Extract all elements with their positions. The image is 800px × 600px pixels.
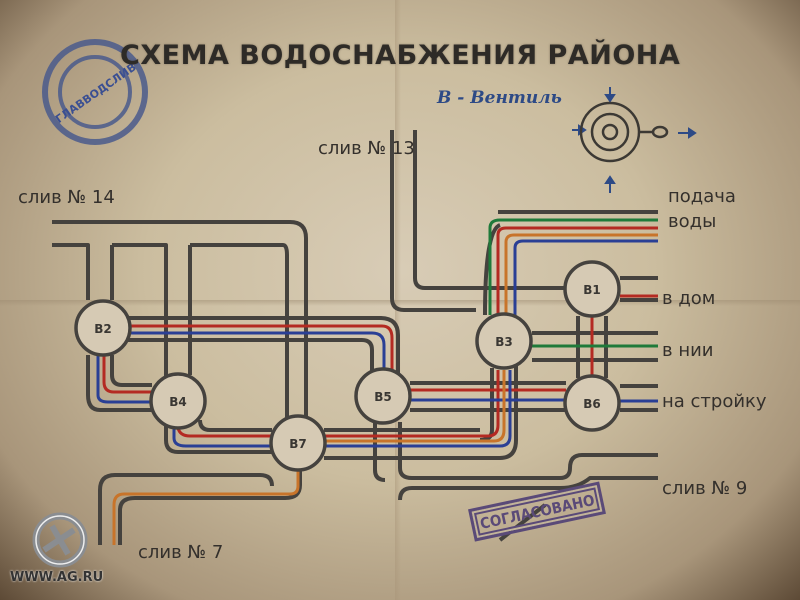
valve-b3[interactable]: В3 [474, 311, 534, 371]
valve-b6[interactable]: В6 [562, 373, 622, 433]
water-supply-label-1: подача [668, 186, 736, 207]
to-nii-label: в нии [662, 340, 714, 361]
valve-b7[interactable]: В7 [268, 413, 328, 473]
valve-label: В7 [289, 437, 307, 451]
paper-fold [395, 0, 401, 600]
valve-label: В6 [583, 397, 601, 411]
glavvodsliv-stamp: ГЛАВВОДСЛИВ [42, 39, 148, 145]
drain-7-label: слив № 7 [138, 542, 224, 563]
drain-14-label: слив № 14 [18, 187, 115, 208]
watermark-site: WWW.AG.RU [10, 570, 104, 585]
legend-valve: В - Вентиль [437, 88, 562, 108]
water-supply-label-2: воды [668, 211, 717, 232]
to-construction-label: на стройку [662, 391, 767, 412]
valve-b4[interactable]: В4 [148, 371, 208, 431]
valve-label: В3 [495, 335, 513, 349]
valve-b2[interactable]: В2 [73, 298, 133, 358]
valve-label: В5 [374, 390, 392, 404]
valve-legend-icon [572, 87, 697, 193]
valve-label: В2 [94, 322, 112, 336]
valve-b1[interactable]: В1 [562, 259, 622, 319]
to-house-label: в дом [662, 288, 716, 309]
valve-b5[interactable]: В5 [353, 366, 413, 426]
drain-9-label: слив № 9 [662, 478, 748, 499]
page-title: СХЕМА ВОДОСНАБЖЕНИЯ РАЙОНА [120, 40, 681, 71]
valve-label: В4 [169, 395, 187, 409]
valve-label: В1 [583, 283, 601, 297]
drain-13-label: слив № 13 [318, 138, 415, 159]
ag-logo-icon [32, 512, 88, 568]
